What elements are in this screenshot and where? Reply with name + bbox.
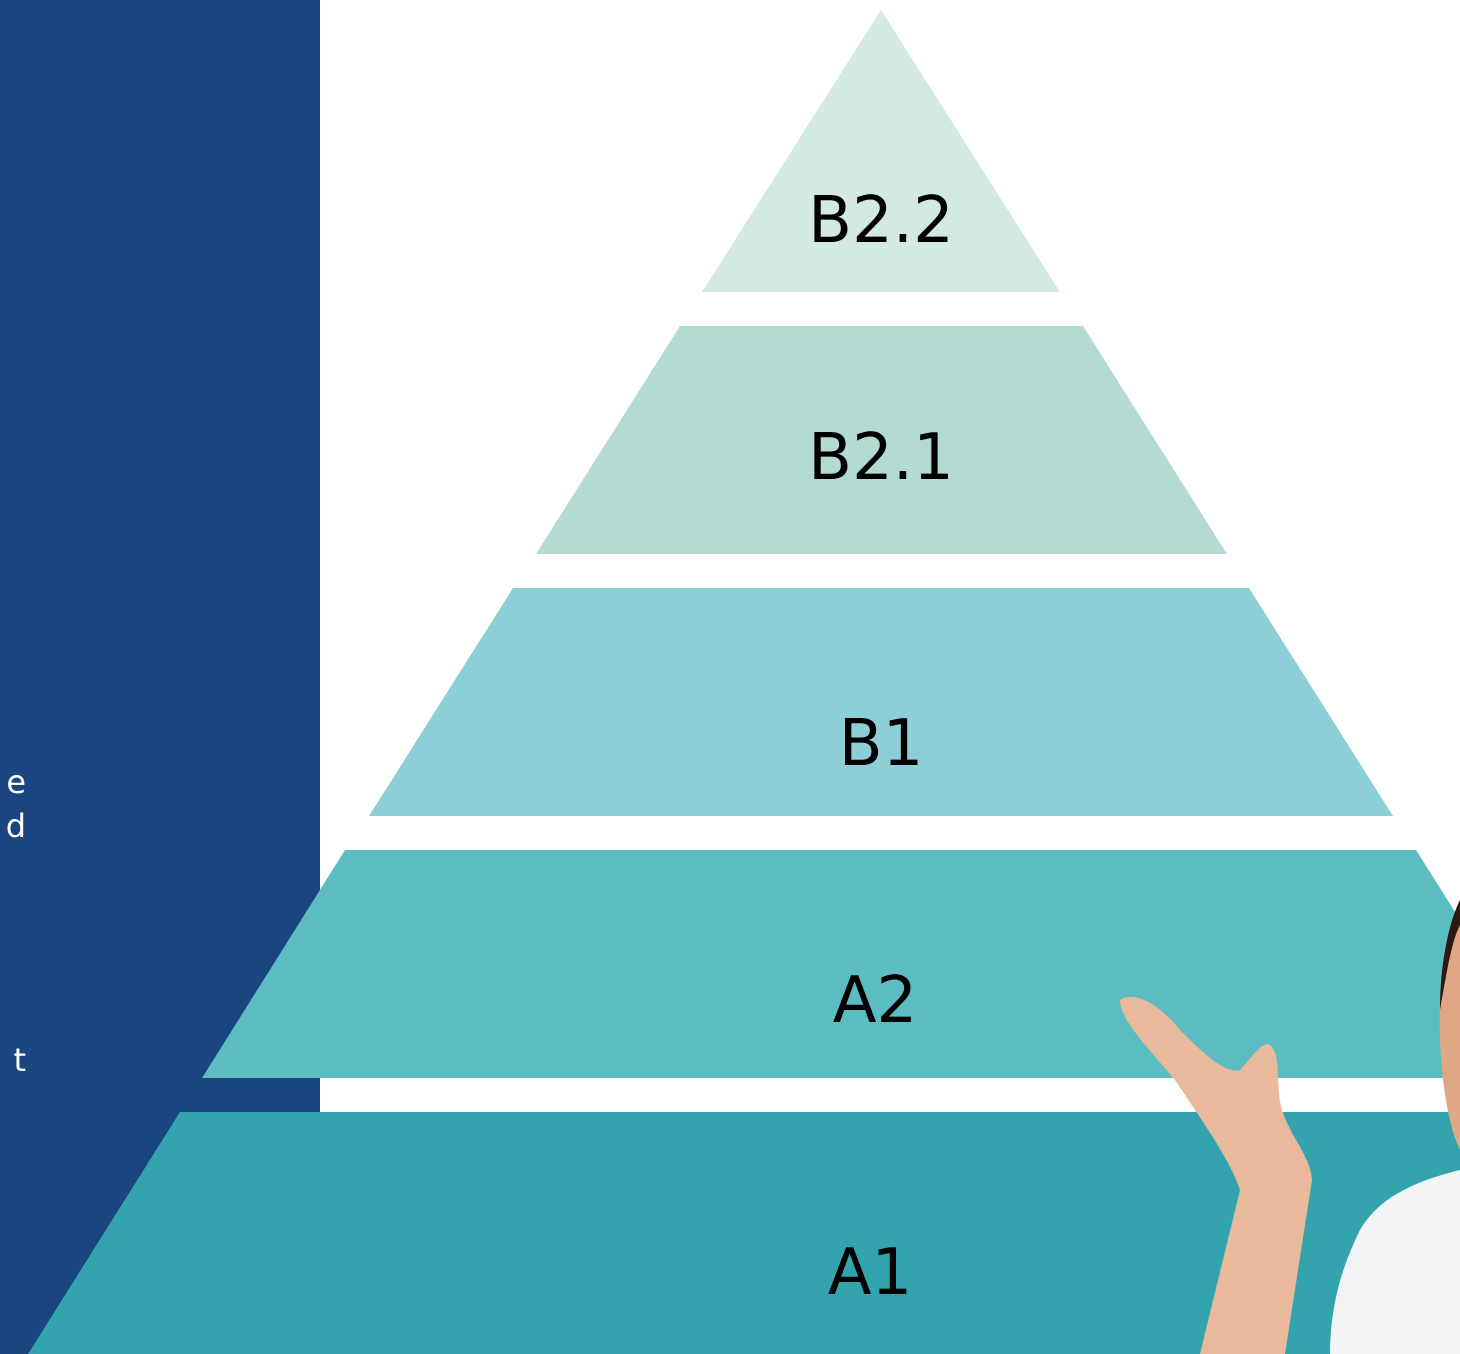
tier-label-a2: A2: [833, 964, 918, 1038]
person-shirt: [1330, 1170, 1460, 1354]
tier-b2-1: [536, 326, 1227, 554]
person-hair: [1440, 900, 1460, 1010]
tier-a1: [28, 1112, 1460, 1354]
tier-b2-2: [702, 10, 1060, 292]
person-hand: [1120, 996, 1312, 1354]
tier-label-b2-2: B2.2: [808, 184, 954, 258]
tier-b1: [369, 588, 1393, 816]
tier-label-a1: A1: [828, 1236, 913, 1310]
tier-label-b1: B1: [839, 707, 924, 781]
tier-label-b2-1: B2.1: [808, 421, 954, 495]
